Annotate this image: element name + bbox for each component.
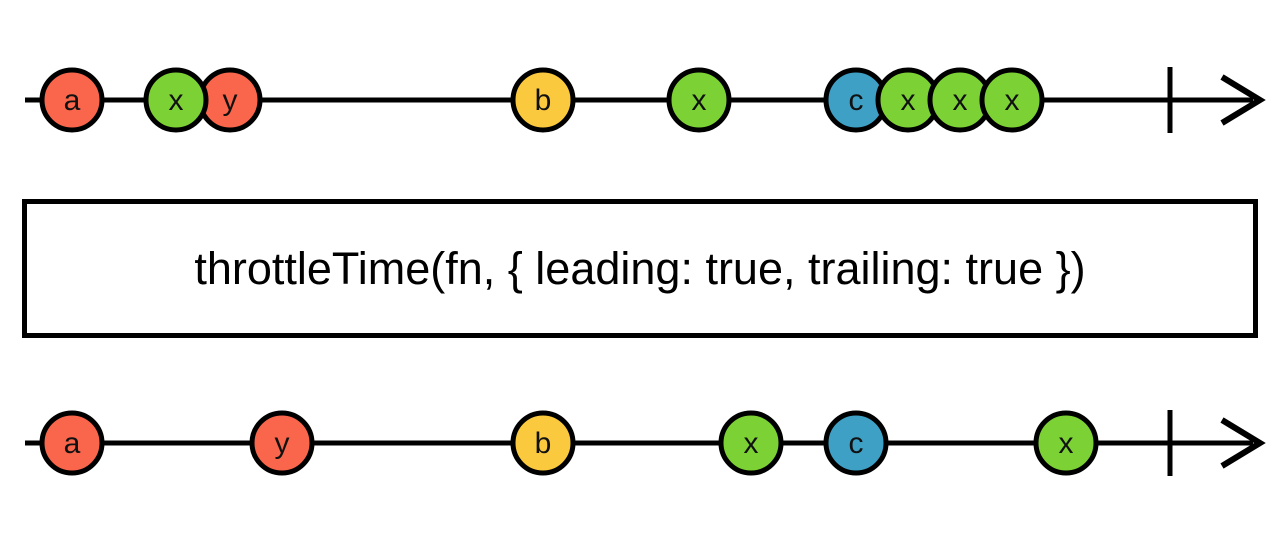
marble-circle[interactable] [666,67,732,133]
marble-label: a [64,427,81,460]
operator-label: throttleTime(fn, { leading: true, traili… [194,242,1086,294]
marble-label: a [64,84,81,117]
marble-a: a [39,410,105,476]
marble-b: b [510,410,576,476]
marble-label: x [901,84,916,117]
marble-label: x [692,84,707,117]
marble-a[interactable]: a [39,67,105,133]
marble-label: y [223,84,238,117]
marble-y[interactable]: y [197,67,263,133]
marble-circle[interactable] [979,67,1045,133]
marble-y: y [249,410,315,476]
marble-circle [718,410,784,476]
marble-label: x [169,84,184,117]
marble-label: c [849,427,864,460]
arrow-head-icon [1220,74,1266,126]
marble-label: y [275,427,290,460]
marble-c: c [823,410,889,476]
marble-label: c [849,84,864,117]
marble-x[interactable]: x [143,67,209,133]
marble-label: x [744,427,759,460]
arrow-head-icon [1220,417,1266,469]
marble-circle [823,410,889,476]
marble-label: x [1059,427,1074,460]
marble-circle [1033,410,1099,476]
marble-circle [510,410,576,476]
marble-label: b [535,427,552,460]
marble-x[interactable]: x [666,67,732,133]
marble-c[interactable]: c [823,67,889,133]
marble-label: x [953,84,968,117]
operator-box: throttleTime(fn, { leading: true, traili… [22,199,1258,338]
marble-b[interactable]: b [510,67,576,133]
marble-circle[interactable] [510,67,576,133]
marble-circle[interactable] [143,67,209,133]
marble-label: b [535,84,552,117]
marble-circle [249,410,315,476]
marble-x: x [718,410,784,476]
marble-circle [39,410,105,476]
marble-circle[interactable] [39,67,105,133]
marble-x: x [1033,410,1099,476]
marble-label: x [1005,84,1020,117]
marble-x[interactable]: x [979,67,1045,133]
